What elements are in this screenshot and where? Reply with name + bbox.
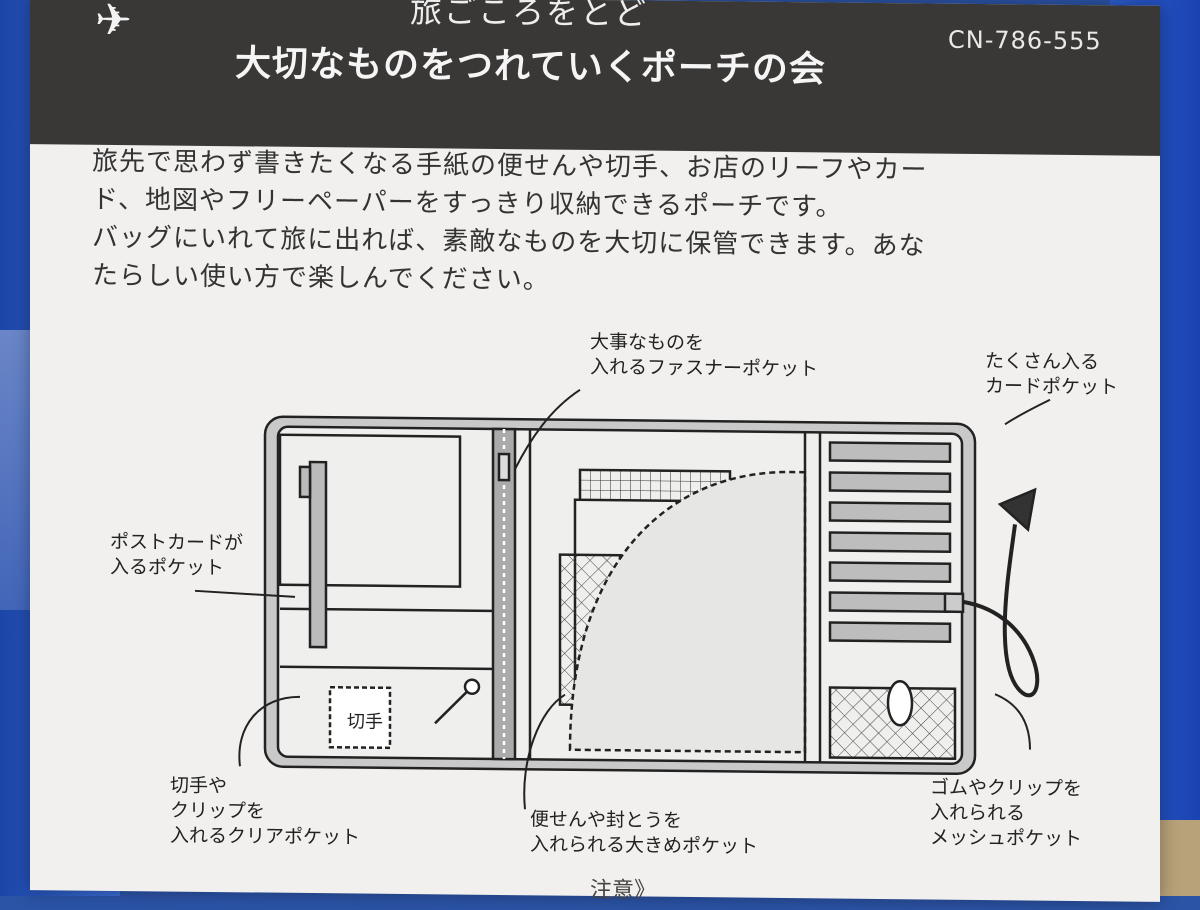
label-line: メッシュポケット	[930, 826, 1083, 851]
label-line: 入れるクリアポケット	[170, 824, 361, 849]
label-line: 便せんや封とうを	[530, 808, 683, 832]
cord-stopper	[943, 592, 965, 614]
elastic-cord	[962, 524, 1040, 698]
card-pocket-label: たくさん入る カードポケット	[985, 349, 1118, 400]
label-line: 入れられる	[930, 801, 1026, 825]
label-line: 大事なものを	[590, 330, 705, 355]
label-line: たくさん入る	[985, 350, 1100, 374]
letter-pocket-label: 便せんや封とうを 入れられる大きめポケット	[530, 807, 758, 859]
stamp-icon	[328, 685, 392, 750]
instruction-card: ✈ 旅ごころをとど 大切なものをつれていくポーチの会 CN-786-555 旅先…	[30, 0, 1160, 904]
label-line: ポストカードが	[110, 530, 244, 555]
footer-fragment: 注意》	[590, 877, 657, 904]
label-line: 切手や	[170, 774, 228, 798]
mesh-pocket-label: ゴムやクリップを 入れられる メッシュポケット	[930, 776, 1082, 853]
label-line: 入るポケット	[110, 555, 225, 580]
zipper-pocket-label: 大事なものを 入れるファスナーポケット	[590, 330, 818, 382]
label-line: クリップを	[170, 799, 266, 823]
label-line: カードポケット	[985, 375, 1119, 399]
cord-tip	[997, 487, 1037, 532]
stamp-pocket-label: 切手や クリップを 入れるクリアポケット	[170, 774, 360, 851]
postcard-pocket-label: ポストカードが 入るポケット	[110, 530, 243, 581]
postcard-pocket-outline	[278, 433, 462, 588]
pen-icon	[308, 460, 328, 649]
label-line: ゴムやクリップを	[930, 776, 1083, 801]
clip-icon	[434, 687, 471, 725]
label-line: 入れられる大きめポケット	[530, 833, 759, 858]
stamp-char: 切手	[347, 711, 383, 732]
pouch-illustration: 切手	[194, 389, 1051, 810]
label-line: 入れるファスナーポケット	[590, 355, 819, 381]
large-envelope	[568, 470, 807, 754]
